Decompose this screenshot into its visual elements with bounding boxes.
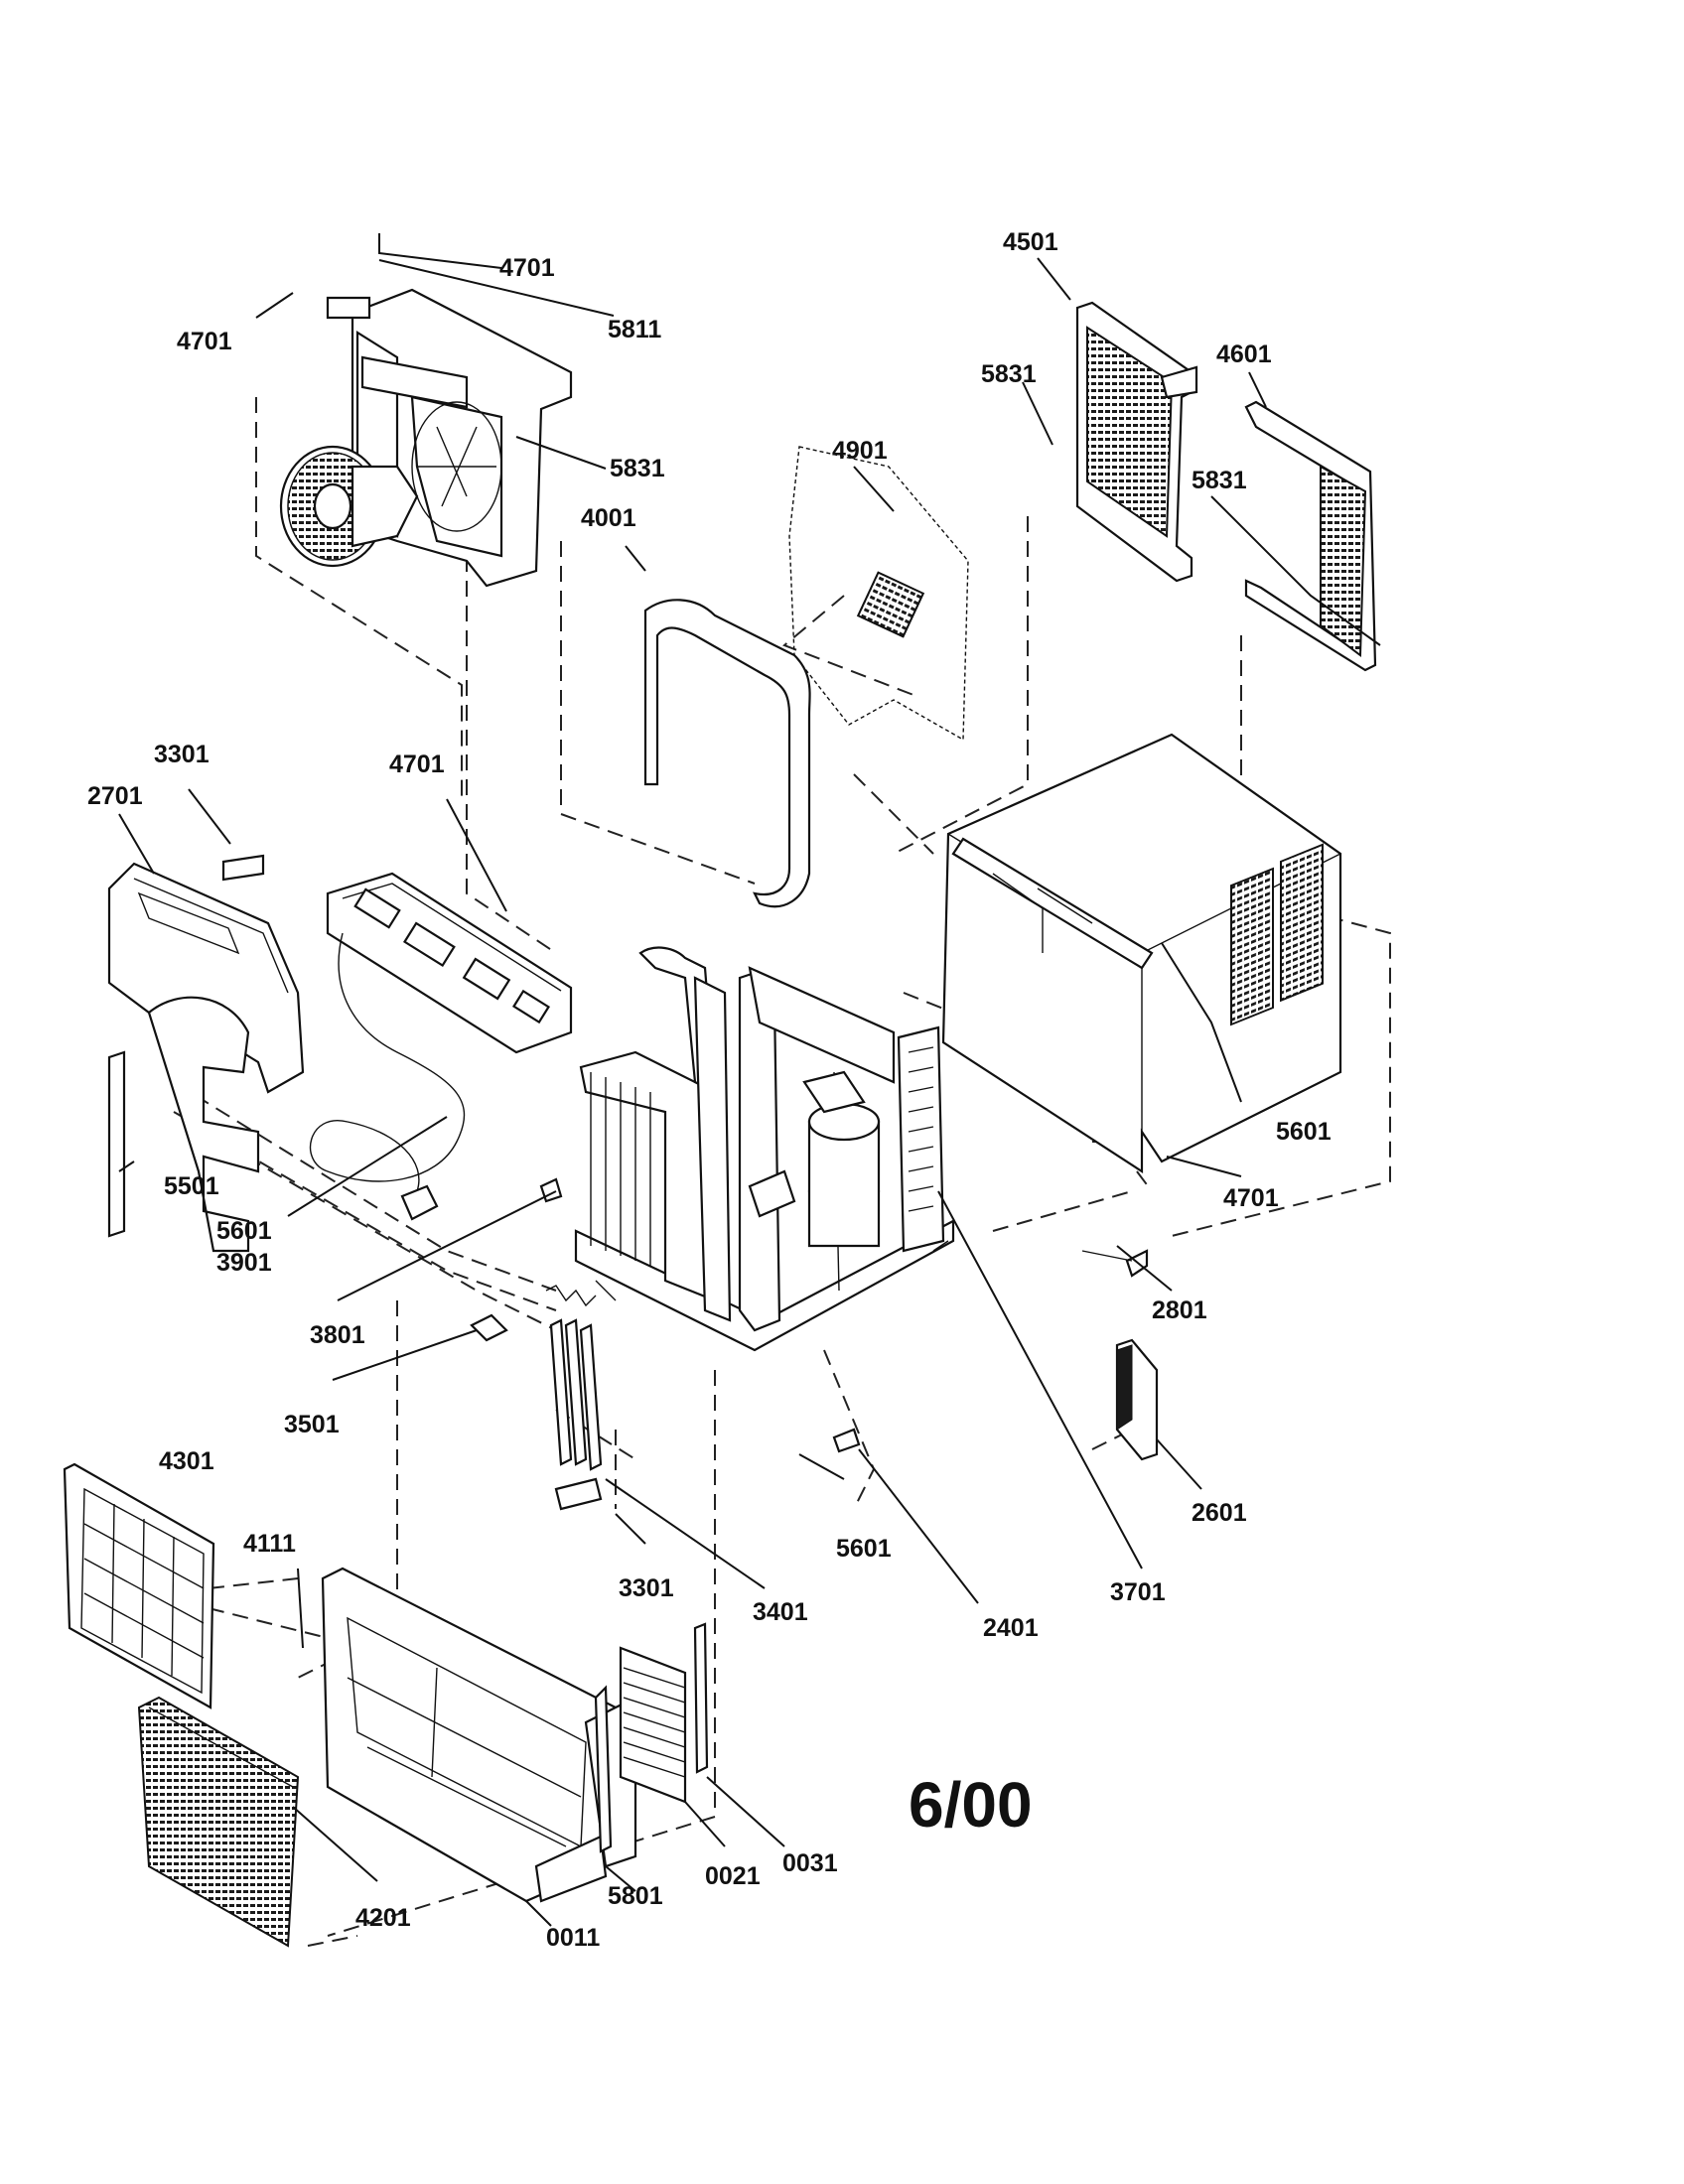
blower-wheel [279, 445, 419, 568]
callout-3801: 3801 [310, 1321, 365, 1349]
callout-4111: 4111 [243, 1530, 296, 1558]
callout-3301-top: 3301 [154, 741, 210, 768]
callout-2701: 2701 [87, 782, 143, 810]
callout-3301-bottom: 3301 [619, 1574, 674, 1602]
callout-5601-cord: 5601 [216, 1217, 272, 1245]
callout-5831-right-grille: 5831 [1192, 467, 1247, 494]
fan-shroud-assembly [107, 854, 305, 1253]
left-side-grille-panel [1075, 301, 1198, 583]
outer-cabinet-wrapper [941, 733, 1342, 1174]
callout-4201: 4201 [355, 1904, 411, 1932]
callout-4001: 4001 [581, 504, 636, 532]
callout-4901: 4901 [832, 437, 888, 465]
callout-3401: 3401 [753, 1598, 808, 1626]
insulation-panel [788, 446, 969, 742]
part-number-callouts: 4701 4701 5811 5831 4501 5831 4601 5831 … [87, 228, 1332, 1952]
callout-3901: 3901 [216, 1249, 272, 1277]
callout-5501: 5501 [164, 1172, 219, 1200]
foam-seal-strip [107, 1050, 126, 1238]
drain-valve-part [832, 1428, 861, 1453]
leader-lines [118, 233, 1381, 1927]
callout-5601-base: 5601 [836, 1535, 892, 1563]
callout-4701-control: 4701 [389, 751, 445, 778]
callout-4601: 4601 [1216, 341, 1272, 368]
heater-element-assembly [470, 1285, 603, 1511]
side-trim-strip [693, 1622, 709, 1774]
callout-5811: 5811 [608, 316, 661, 343]
front-grille [137, 1696, 300, 1948]
callout-3701: 3701 [1110, 1578, 1166, 1606]
front-panel-frame [321, 1567, 637, 1903]
refrigerant-tube-loop [643, 599, 811, 908]
access-cover-plate [1115, 1338, 1159, 1461]
chassis-base-assembly [574, 946, 955, 1352]
callout-5831-left-grille: 5831 [981, 360, 1037, 388]
callout-5801: 5801 [608, 1882, 663, 1910]
louver-assembly [594, 1646, 687, 1853]
callout-0021: 0021 [705, 1862, 761, 1890]
date-code: 6/00 [909, 1769, 1033, 1841]
callout-0031: 0031 [782, 1849, 838, 1877]
right-side-grille-panel [1244, 400, 1377, 672]
callout-3501: 3501 [284, 1411, 340, 1438]
callout-5831-blower: 5831 [610, 455, 665, 482]
callout-4701-top: 4701 [499, 254, 555, 282]
callout-2401: 2401 [983, 1614, 1039, 1642]
callout-2801: 2801 [1152, 1297, 1207, 1324]
callout-0011: 0011 [546, 1924, 600, 1952]
callout-2601: 2601 [1192, 1499, 1247, 1527]
callout-4301: 4301 [159, 1447, 214, 1475]
callout-4701-left: 4701 [177, 328, 232, 355]
control-box-assembly [309, 872, 573, 1221]
callout-4701-cabinet: 4701 [1223, 1184, 1279, 1212]
callout-5601-cabinet: 5601 [1276, 1118, 1332, 1146]
air-filter [63, 1462, 215, 1709]
callout-4501: 4501 [1003, 228, 1058, 256]
